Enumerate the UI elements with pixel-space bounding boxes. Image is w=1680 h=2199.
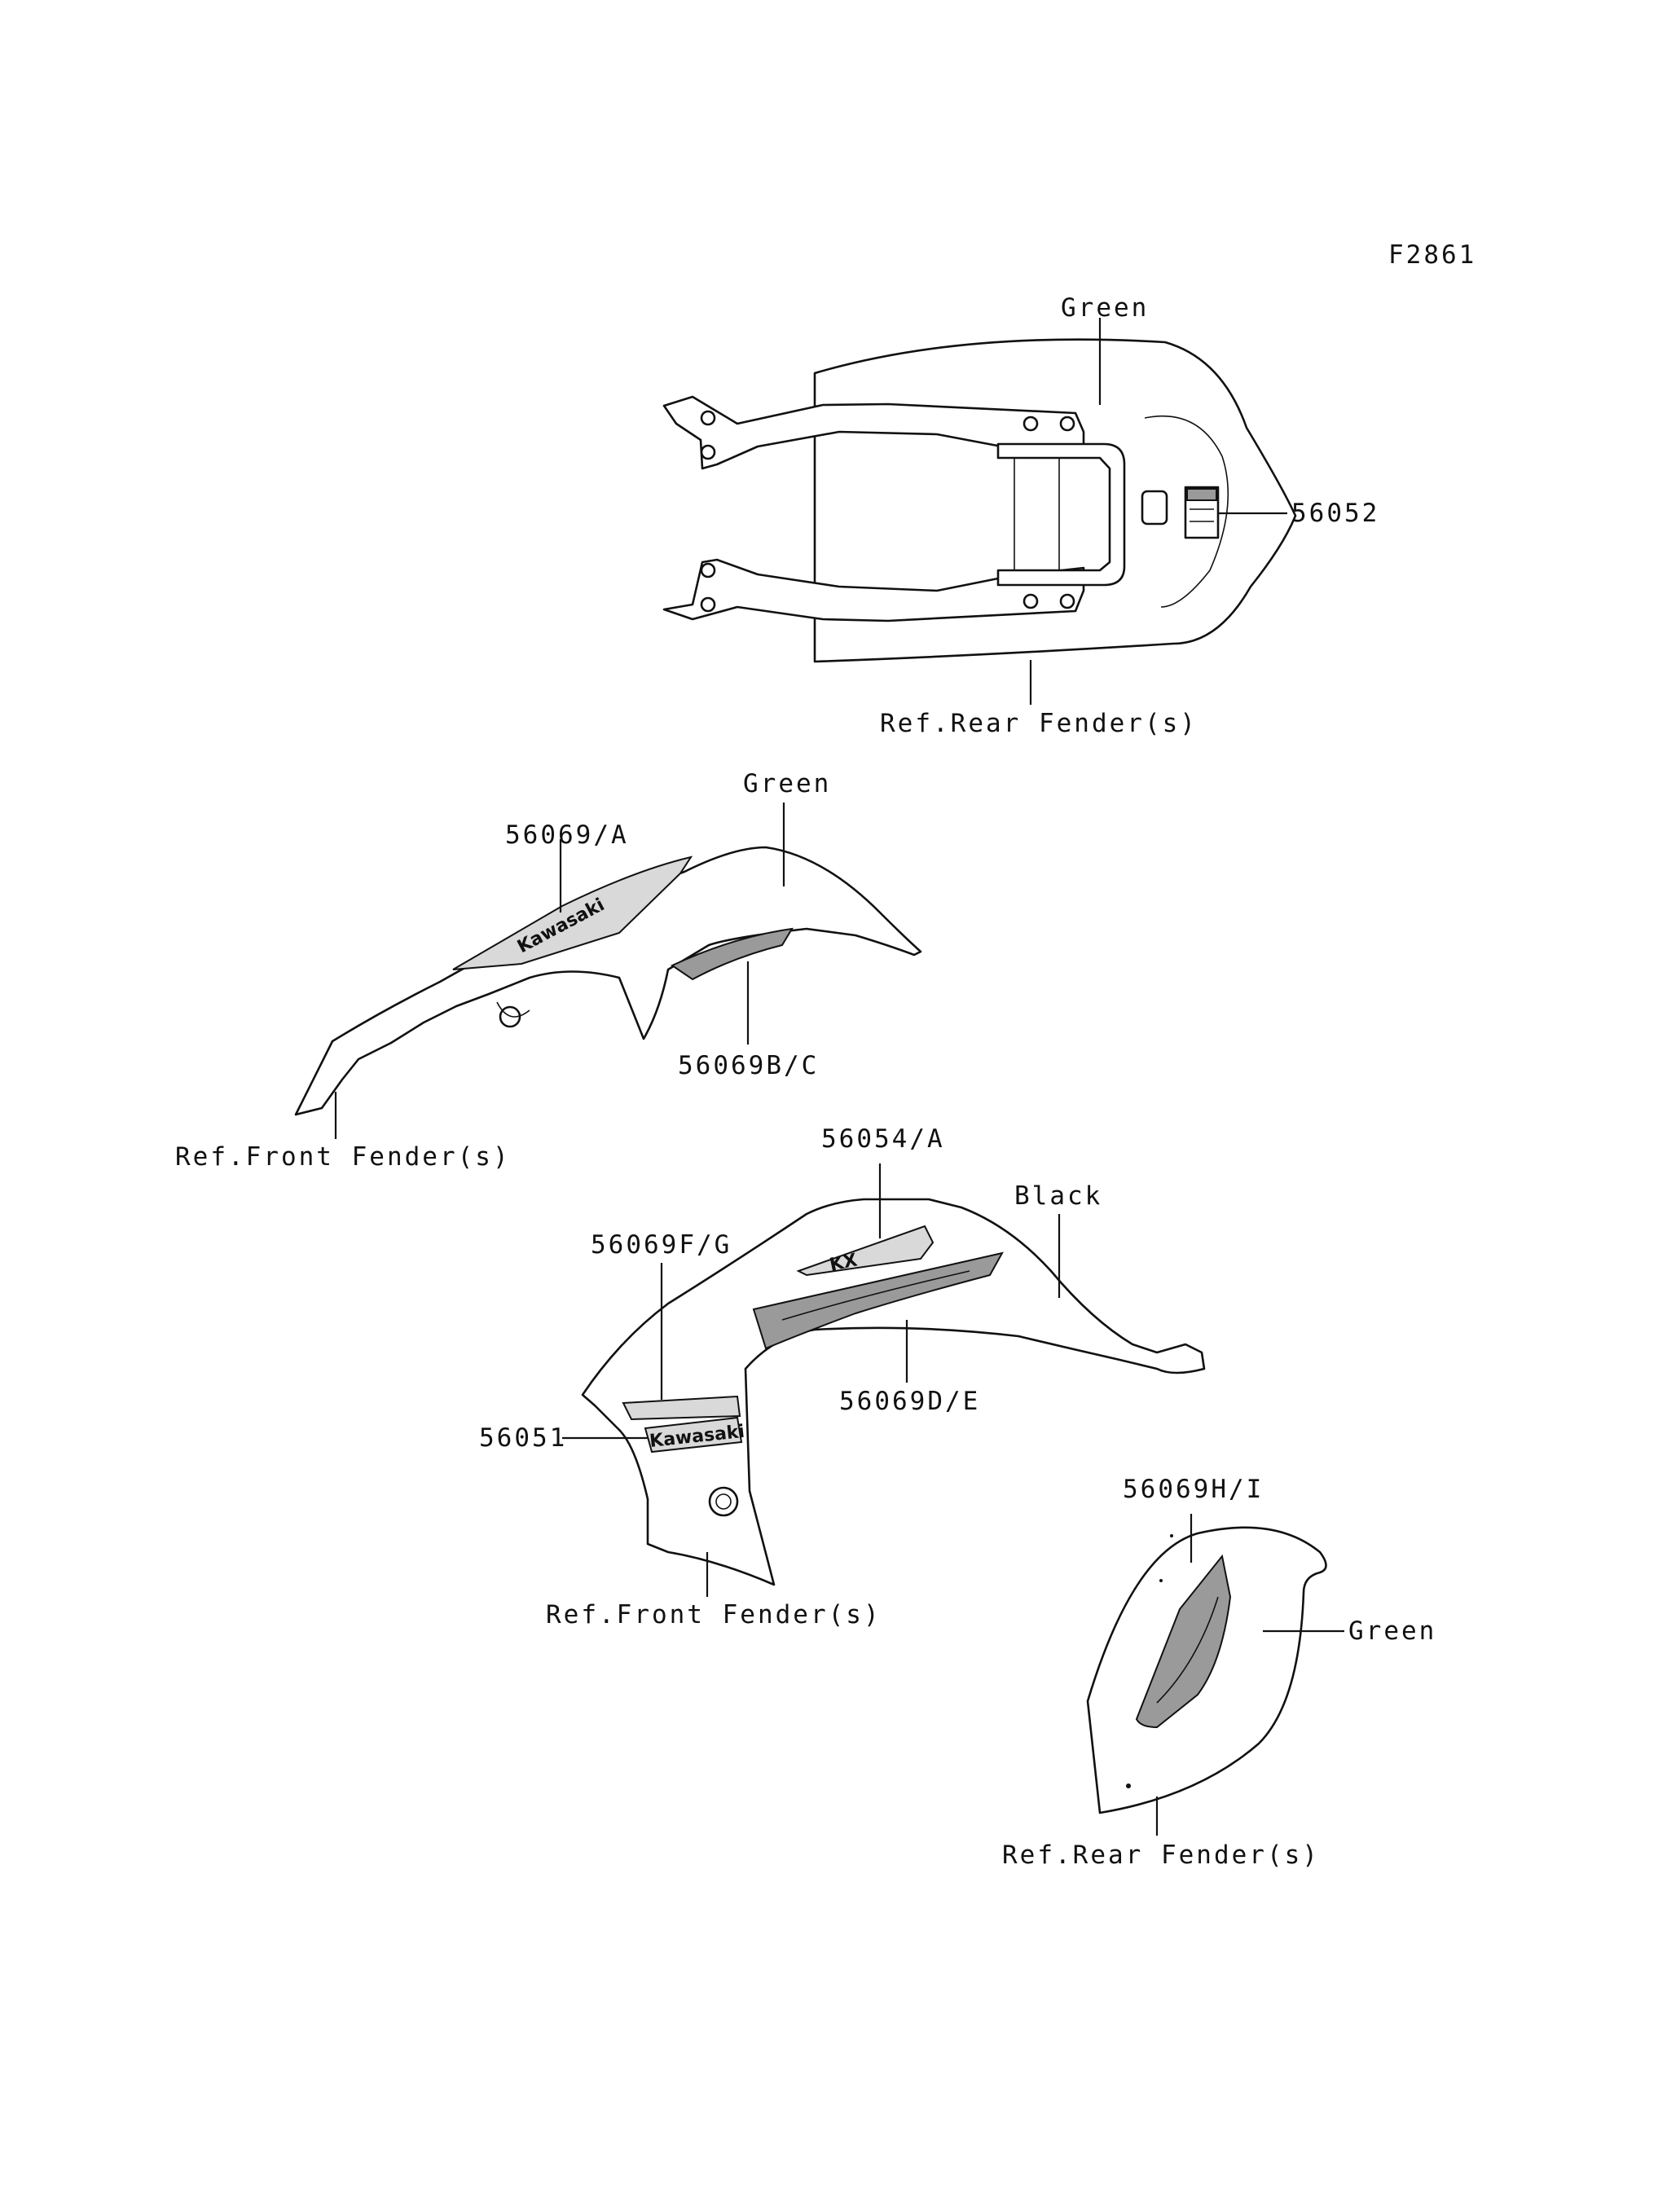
seat-cowl-illustration	[662, 338, 1297, 663]
front-fender-color-label: Green	[743, 769, 831, 798]
fender-stripe-decal	[670, 927, 794, 981]
rear-fender-illustration	[1086, 1526, 1327, 1814]
kawasaki-decal-fender	[452, 855, 693, 970]
kx-logo-decal	[796, 1225, 935, 1277]
shroud-color-label: Black	[1014, 1181, 1102, 1211]
rear-fender-ref-label: Ref.Rear Fender(s)	[1002, 1841, 1320, 1870]
part-number-56069-f-g: 56069F/G	[591, 1230, 732, 1260]
part-number-56069-b-c: 56069B/C	[678, 1051, 819, 1080]
rear-fender-color-label: Green	[1348, 1616, 1436, 1646]
bolt-holes	[700, 410, 1075, 613]
shroud-stripe-decal	[752, 1251, 1004, 1350]
front-fender-illustration: Kawasaki	[294, 846, 922, 1116]
part-number-56069-a: 56069/A	[505, 820, 629, 850]
shroud-upper-decal	[622, 1395, 741, 1421]
shroud-illustration: KX Kawasaki	[581, 1198, 1206, 1586]
grab-rail	[996, 442, 1126, 587]
rear-fender-stripe-decal	[1135, 1554, 1232, 1729]
warning-decal	[1184, 486, 1220, 539]
figure-code: F2861	[1388, 240, 1476, 270]
seat-cowl-color-label: Green	[1061, 293, 1149, 323]
part-number-56069-d-e: 56069D/E	[839, 1387, 980, 1416]
front-fender-ref-label: Ref.Front Fender(s)	[175, 1142, 511, 1172]
seat-cowl-ref-label: Ref.Rear Fender(s)	[880, 709, 1198, 738]
shroud-outline	[581, 1198, 1206, 1586]
part-number-56051: 56051	[479, 1423, 567, 1453]
part-number-56069-h-i: 56069H/I	[1123, 1475, 1264, 1504]
kawasaki-decal-shroud	[644, 1416, 743, 1454]
part-number-56052: 56052	[1291, 499, 1379, 528]
shroud-ref-label: Ref.Front Fender(s)	[546, 1600, 882, 1629]
part-number-56054-a: 56054/A	[821, 1124, 945, 1154]
